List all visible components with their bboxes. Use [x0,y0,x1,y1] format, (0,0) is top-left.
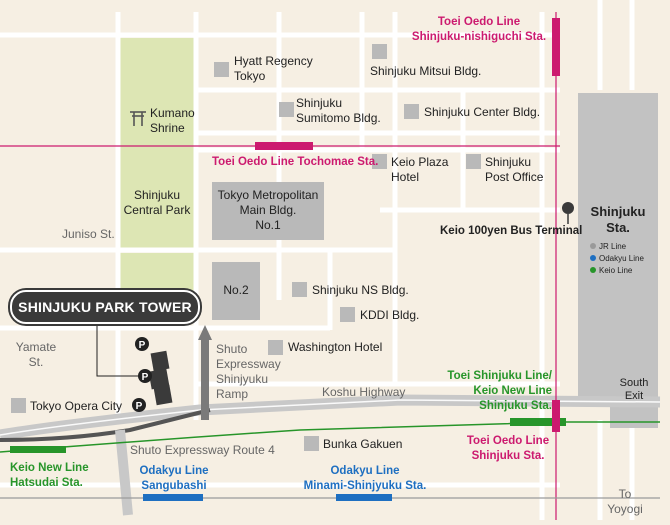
koshu-highway-edge [0,399,661,436]
south-exit-label: South Exit [619,377,649,402]
oedo-tochomae-station-marker [255,142,313,150]
keio-hatsudai-station-marker [10,446,66,453]
park-tower-label: SHINJUKU PARK TOWER [10,290,200,324]
torii-gate-icon [130,111,146,126]
oedo-nishiguchi-station-marker [552,18,560,76]
sumitomo-building-marker [279,102,294,117]
parking-icon-1: P [135,337,149,351]
post-office-label: Shinjuku Post Office [485,155,544,184]
opera-city-label: Tokyo Opera City [30,399,123,413]
ns-building-marker [292,282,307,297]
central-park-label: Shinjuku Central Park [123,188,191,217]
parking-letter-1: P [139,340,146,351]
central-park-area [120,38,194,248]
street-grid [0,0,635,520]
keio-hatsudai-label: Keio New Line Hatsudai Sta. [10,462,89,489]
legend-jr: JR Line [590,242,626,252]
odakyu-minami-station-marker [336,494,392,501]
washington-label: Washington Hotel [288,340,383,354]
legend-odakyu: Odakyu Line [590,254,644,264]
tmg-no2-label: No.2 [223,283,249,297]
tower-pointer-line [96,320,150,377]
keio-plaza-building-marker [372,154,387,169]
washington-building-marker [268,340,283,355]
shinjuku-line-label: Toei Shinjuku Line/ Keio New Line Shinju… [447,370,552,412]
mitsui-label: Shinjuku Mitsui Bldg. [370,64,482,78]
bunka-label: Bunka Gakuen [323,437,403,451]
kumano-shrine-label: Kumano Shrine [150,106,195,135]
odakyu-sangubashi-station-marker [143,494,203,501]
shinjuku-station-title: Shinjuku Sta. [590,204,646,235]
to-yoyogi-label: To Yoyogi [607,487,643,516]
oedo-tochomae-label: Toei Oedo Line Tochomae Sta. [212,156,379,168]
odakyu-sangubashi-label: Odakyu Line Sangubashi [139,465,209,492]
parking-letter-3: P [136,401,143,412]
hyatt-label: Hyatt Regency Tokyo [234,54,313,83]
sumitomo-label: Shinjuku Sumitomo Bldg. [296,96,381,125]
tmg-no2-building [212,262,260,320]
legend-keio: Keio Line [590,266,632,276]
opera-city-building-marker [11,398,26,413]
yamate-street-label: Yamate St. [15,340,57,369]
hyatt-building-marker [214,62,229,77]
koshu-highway-label: Koshu Highway [322,385,406,399]
kddi-building-marker [340,307,355,322]
bus-terminal-label: Keio 100yen Bus Terminal [440,225,583,237]
kddi-label: KDDI Bldg. [360,308,420,322]
center-label: Shinjuku Center Bldg. [424,105,541,119]
legend-odakyu-dot [590,255,596,261]
mitsui-building-marker [372,44,387,59]
legend-keio-label: Keio Line [599,266,633,275]
oedo-shinjuku-label: Toei Oedo Line Shinjuku Sta. [466,435,550,462]
bus-stop-icon [562,202,574,224]
park-tower-block-2 [148,368,170,390]
ns-label: Shinjuku NS Bldg. [312,283,409,297]
expressway-ramp-label: Shuto Expressway Shinjyuku Ramp [216,342,281,401]
bunka-building-marker [304,436,319,451]
parking-icon-3: P [132,398,146,412]
post-office-building-marker [466,154,481,169]
parking-letter-2: P [142,372,149,383]
keio-shinjuku-station-marker [510,418,566,426]
park-tower-block-3 [153,384,173,406]
legend-keio-dot [590,267,596,273]
center-building-marker [404,104,419,119]
ramp-arrow-head [198,325,212,340]
parking-icon-2: P [138,369,152,383]
oedo-shinjuku-station-marker [552,400,560,432]
legend-jr-dot [590,243,596,249]
juniso-street-label: Juniso St. [62,227,115,241]
tmg-main-label: Tokyo Metropolitan Main Bldg. No.1 [217,188,319,232]
park-tower-block-1 [150,350,170,372]
oedo-nishiguchi-label: Toei Oedo Line Shinjuku-nishiguchi Sta. [411,16,547,43]
expressway-route4-road [115,429,133,516]
odakyu-minami-label: Odakyu Line Minami-Shinjyuku Sta. [303,465,427,492]
legend-odakyu-label: Odakyu Line [599,254,644,263]
keio-plaza-label: Keio Plaza Hotel [391,155,449,184]
expressway-route4-label: Shuto Expressway Route 4 [130,443,275,457]
tmg-main-building [212,182,324,240]
legend-jr-label: JR Line [599,242,627,251]
